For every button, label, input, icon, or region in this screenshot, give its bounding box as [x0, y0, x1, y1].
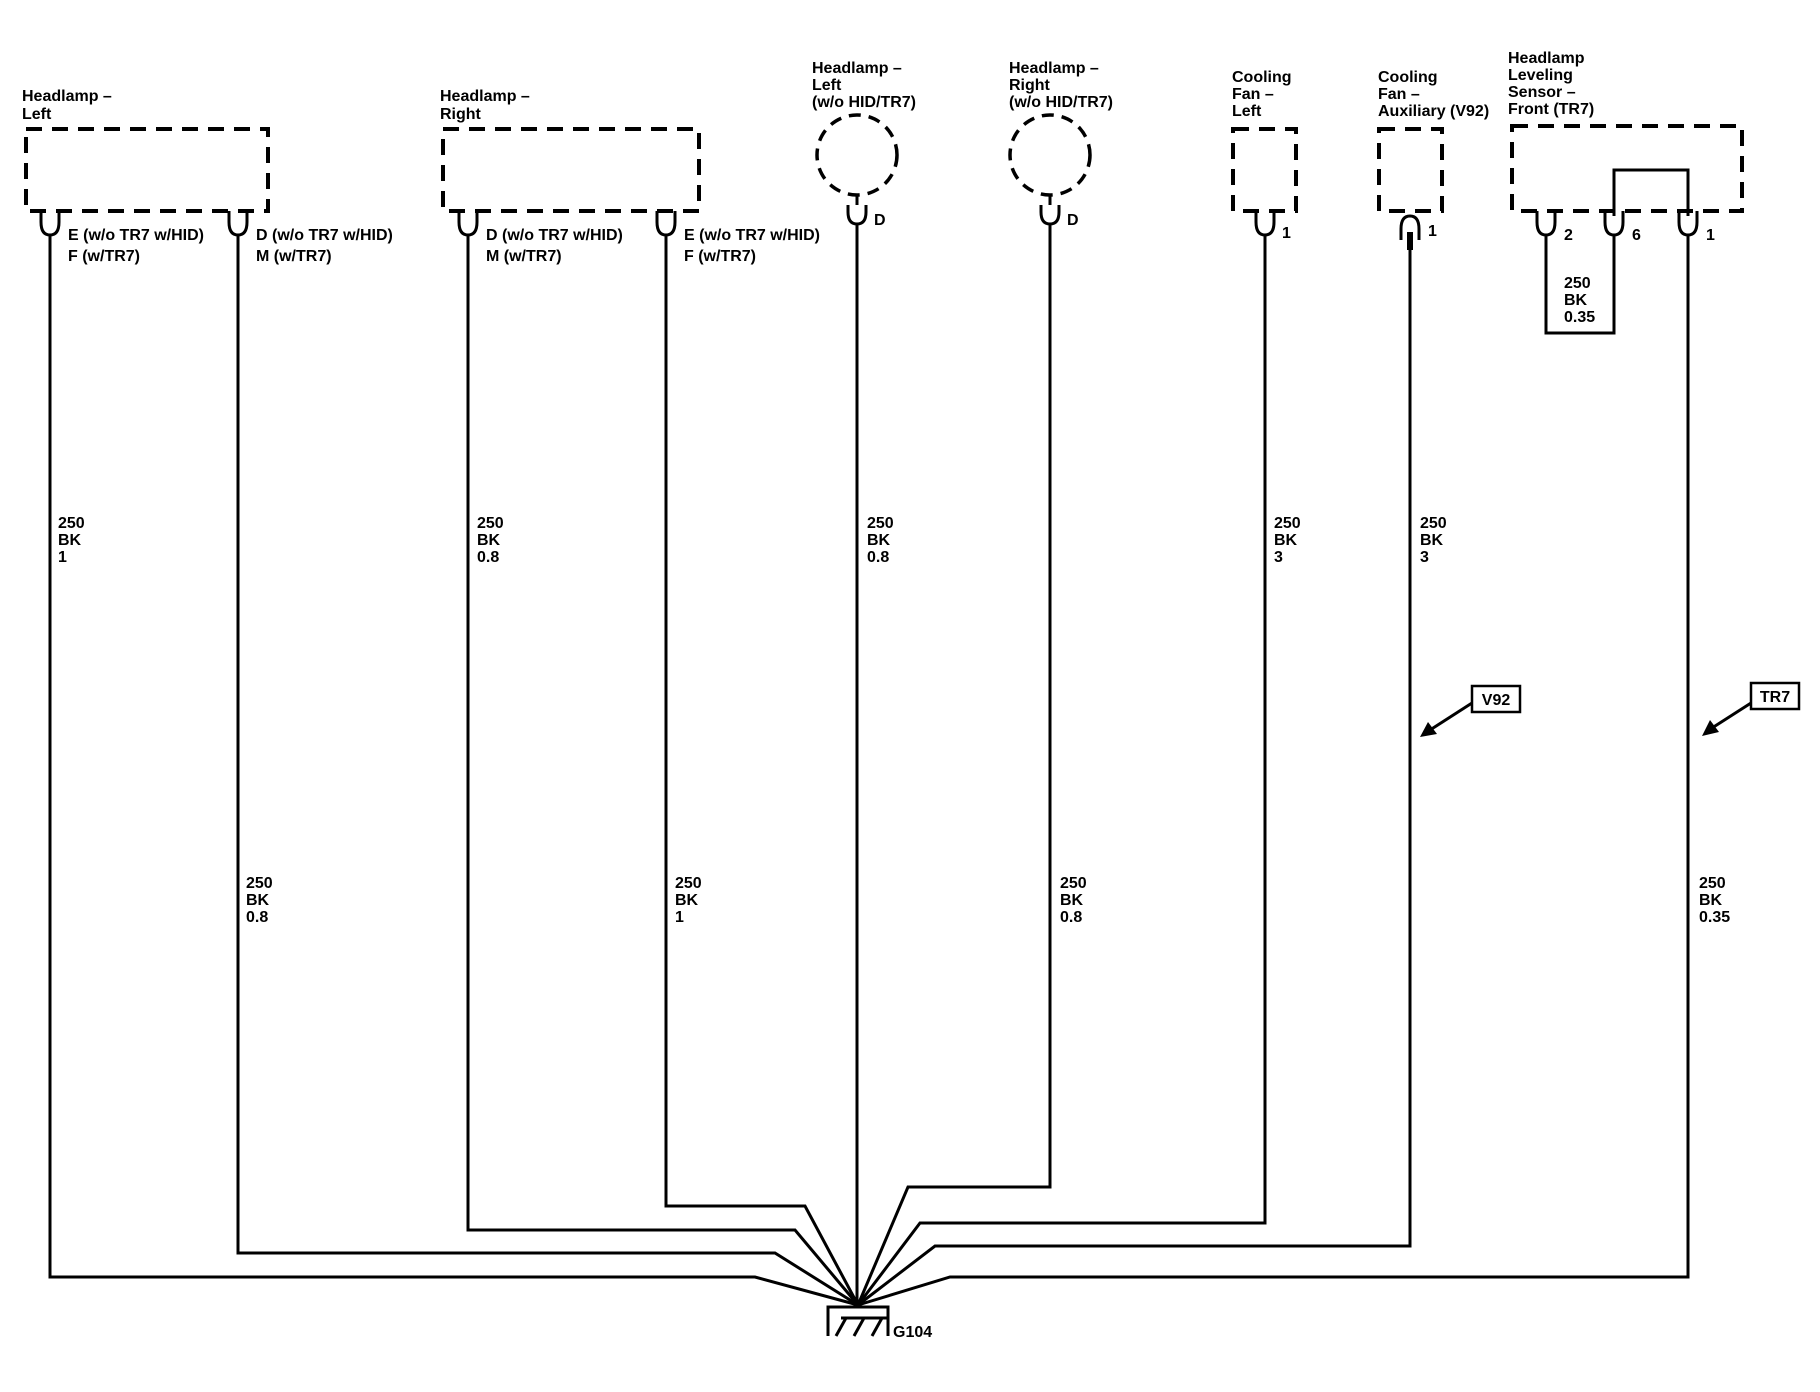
terminal-leveling-sensor-6: [1603, 211, 1625, 250]
wire-headlamp-right-d: [466, 250, 860, 1306]
leveling-sensor-label: Headlamp Leveling Sensor – Front (TR7): [1508, 50, 1594, 118]
wire-headlamp-right-nohid: [856, 224, 1052, 1306]
wire-label-headlamp-left-d: 250 BK 0.8: [246, 875, 277, 926]
pin-label-headlamp-left-e: E (w/o TR7 w/HID) F (w/TR7): [68, 227, 208, 265]
leveling-sensor-internal-link: [1612, 168, 1690, 216]
terminal-headlamp-left-d: [227, 211, 249, 250]
wire-leveling-jumper: [1544, 250, 1616, 335]
callout-tr7: TR7: [1702, 681, 1801, 736]
terminal-leveling-sensor-1: [1677, 211, 1699, 250]
wire-headlamp-left-d: [236, 250, 859, 1307]
wire-headlamp-right-e: [664, 250, 860, 1306]
pin-label-leveling-6: 6: [1632, 227, 1641, 244]
headlamp-right-nohid-circle: [1008, 113, 1092, 197]
cooling-fan-left-label: Cooling Fan – Left: [1232, 69, 1296, 120]
headlamp-right-nohid-label: Headlamp – Right (w/o HID/TR7): [1009, 60, 1113, 111]
headlamp-right-box: [441, 127, 701, 213]
ground-label: G104: [893, 1324, 932, 1341]
headlamp-left-label: Headlamp – Left: [22, 88, 116, 123]
cooling-fan-aux-box: [1377, 127, 1444, 213]
wire-label-headlamp-left-e: 250 BK 1: [58, 515, 89, 566]
wire-cooling-fan-aux: [857, 250, 1412, 1307]
wire-leveling-sensor-1: [857, 250, 1690, 1307]
pin-label-headlamp-left-nohid: D: [874, 212, 886, 229]
leveling-sensor-box: [1510, 124, 1744, 213]
callout-v92-text: V92: [1482, 692, 1511, 709]
pin-label-headlamp-right-nohid: D: [1067, 212, 1079, 229]
terminal-headlamp-right-d: [457, 211, 479, 250]
terminal-headlamp-left-e: [39, 211, 61, 250]
callout-v92: V92: [1420, 684, 1522, 737]
terminal-headlamp-right-nohid-d: [1039, 195, 1061, 226]
ground-symbol: [826, 1305, 890, 1337]
callout-tr7-text: TR7: [1760, 689, 1790, 706]
wire-label-cooling-fan-aux: 250 BK 3: [1420, 515, 1451, 566]
pin-label-cooling-fan-aux: 1: [1428, 223, 1437, 240]
pin-label-leveling-1: 1: [1706, 227, 1715, 244]
wire-label-leveling-sensor-1: 250 BK 0.35: [1699, 875, 1730, 926]
wire-cooling-fan-left: [856, 250, 1267, 1306]
wire-label-headlamp-right-e: 250 BK 1: [675, 875, 706, 926]
terminal-leveling-sensor-2: [1535, 211, 1557, 250]
wire-label-leveling-jumper: 250 BK 0.35: [1564, 275, 1595, 326]
pin-label-cooling-fan-left: 1: [1282, 225, 1291, 242]
headlamp-right-label: Headlamp – Right: [440, 88, 534, 123]
pin-label-headlamp-right-e: E (w/o TR7 w/HID) F (w/TR7): [684, 227, 824, 265]
pin-label-headlamp-left-d: D (w/o TR7 w/HID) M (w/TR7): [256, 227, 397, 265]
terminal-cooling-fan-left-1: [1254, 211, 1276, 250]
terminal-cooling-fan-aux-1: [1399, 214, 1421, 250]
headlamp-left-nohid-label: Headlamp – Left (w/o HID/TR7): [812, 60, 916, 111]
wire-label-headlamp-right-nohid: 250 BK 0.8: [1060, 875, 1091, 926]
cooling-fan-left-box: [1231, 127, 1298, 213]
pin-label-headlamp-right-d: D (w/o TR7 w/HID) M (w/TR7): [486, 227, 627, 265]
wire-label-headlamp-left-nohid: 250 BK 0.8: [867, 515, 898, 566]
terminal-headlamp-right-e: [655, 211, 677, 250]
cooling-fan-aux-label: Cooling Fan – Auxiliary (V92): [1378, 69, 1489, 120]
wire-label-headlamp-right-d: 250 BK 0.8: [477, 515, 508, 566]
wire-label-cooling-fan-left: 250 BK 3: [1274, 515, 1305, 566]
headlamp-left-box: [24, 127, 270, 213]
headlamp-left-nohid-circle: [815, 113, 899, 197]
terminal-headlamp-left-nohid-d: [846, 195, 868, 226]
wire-headlamp-left-e: [48, 250, 859, 1307]
pin-label-leveling-2: 2: [1564, 227, 1573, 244]
